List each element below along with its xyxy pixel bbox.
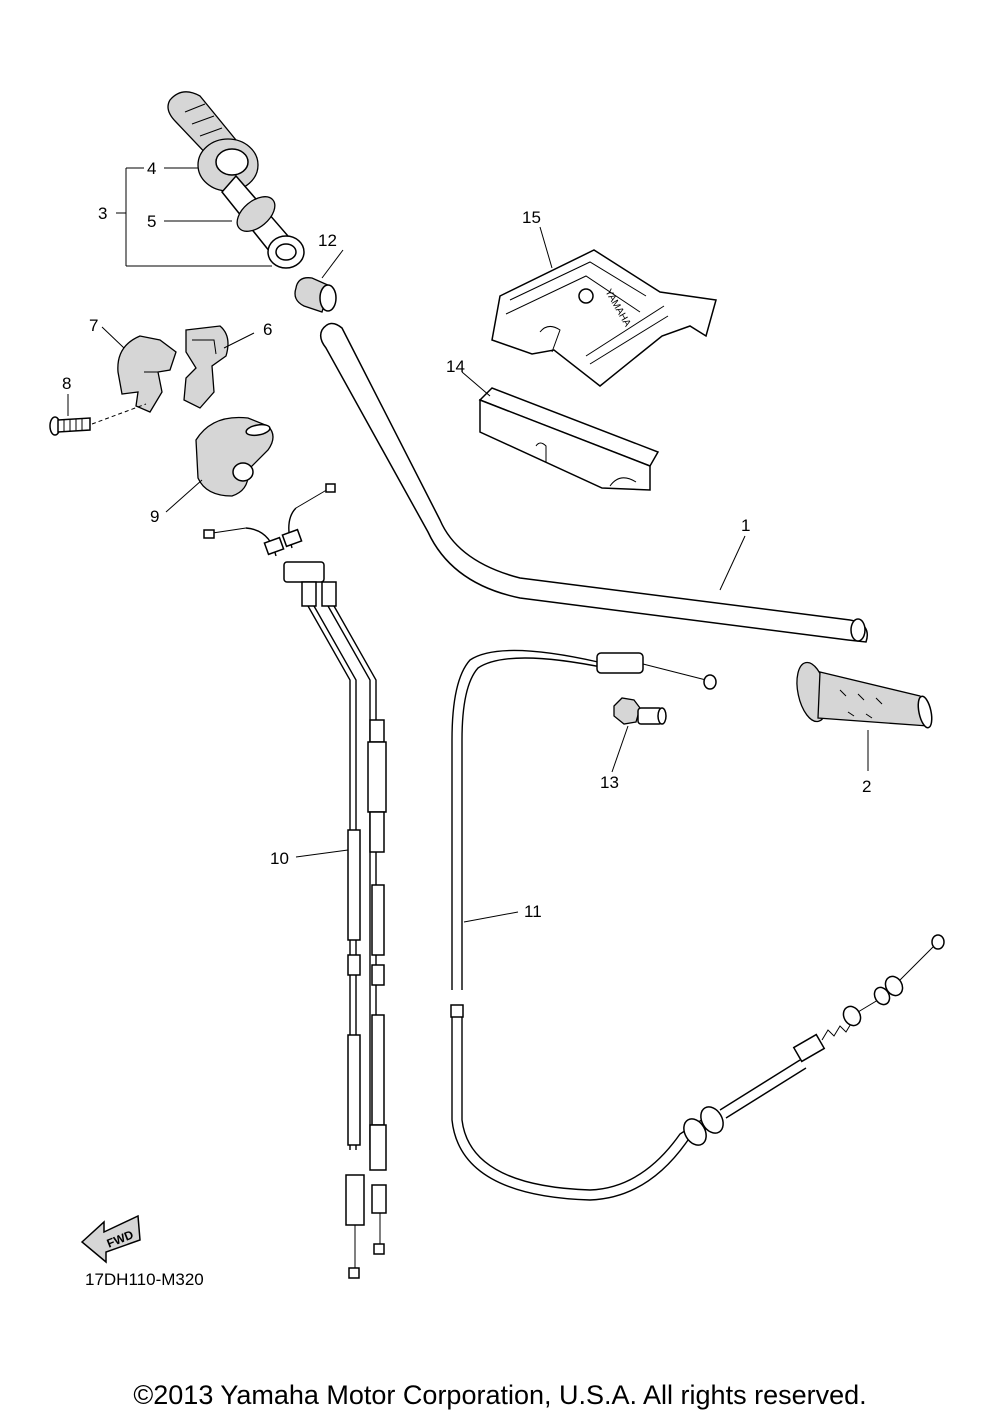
callout-5: 5	[147, 212, 156, 231]
screw[interactable]	[49, 403, 147, 436]
callout-8: 8	[62, 374, 71, 393]
callout-4: 4	[147, 159, 156, 178]
callout-2: 2	[862, 777, 871, 796]
callout-3: 3	[98, 204, 107, 223]
callout-15: 15	[522, 208, 541, 227]
copyright-notice: ©2013 Yamaha Motor Corporation, U.S.A. A…	[133, 1380, 867, 1410]
handlebar[interactable]	[319, 322, 868, 643]
callout-9: 9	[150, 507, 159, 526]
callout-12: 12	[318, 231, 337, 250]
callout-6: 6	[263, 320, 272, 339]
diagram-code: 17DH110-M320	[85, 1270, 204, 1289]
right-grip[interactable]	[792, 660, 934, 729]
callout-10: 10	[270, 849, 289, 868]
throttle-housing-upper[interactable]	[183, 325, 229, 409]
collar[interactable]	[294, 277, 337, 313]
handlebar-pad[interactable]	[478, 387, 660, 491]
fwd-arrow-icon: FWD	[80, 1214, 141, 1264]
callout-13: 13	[600, 773, 619, 792]
callout-7: 7	[89, 316, 98, 335]
throttle-cover[interactable]	[195, 416, 274, 497]
leader-lines	[67, 167, 869, 923]
throttle-housing-lower[interactable]	[117, 335, 177, 413]
clutch-cable[interactable]	[450, 649, 945, 1201]
callout-11: 11	[524, 902, 542, 921]
callout-14: 14	[446, 357, 465, 376]
throttle-cable[interactable]	[203, 483, 387, 1279]
callout-numbers: 1 2 3 4 5 6 7 8 9 10 11 12 13 14 15	[62, 159, 871, 921]
handlebar-cover[interactable]: YAMAHA	[491, 249, 717, 387]
cable-adjuster[interactable]	[613, 697, 667, 725]
callout-1: 1	[741, 516, 750, 535]
left-grip-assembly[interactable]	[167, 91, 305, 269]
